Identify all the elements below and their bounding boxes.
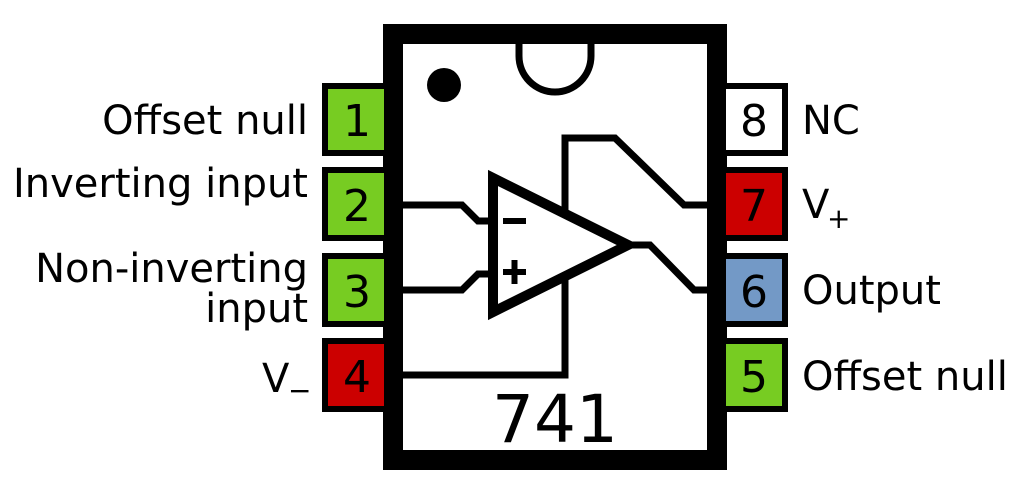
pin-3: 3 Non-inverting input bbox=[35, 246, 390, 332]
pin1-indicator-dot bbox=[427, 68, 461, 102]
pin-number: 1 bbox=[343, 96, 371, 147]
pin-number: 8 bbox=[740, 96, 768, 147]
part-number: 741 bbox=[492, 381, 618, 458]
op-amp-triangle bbox=[488, 169, 640, 321]
pin-6: 6 Output bbox=[720, 253, 941, 327]
pin-label-line2: input bbox=[205, 286, 308, 332]
wire-pin6 bbox=[632, 241, 707, 294]
pin-5: 5 Offset null bbox=[720, 338, 1008, 412]
pin-number: 7 bbox=[740, 181, 768, 232]
pin-label: Output bbox=[802, 268, 941, 314]
pin-label: Inverting input bbox=[13, 161, 308, 207]
pin-label: V bbox=[262, 356, 290, 402]
wire-pin3 bbox=[403, 270, 492, 294]
pin-label: NC bbox=[802, 98, 860, 144]
wire-pin7 bbox=[561, 134, 707, 210]
pin-number: 5 bbox=[740, 352, 768, 403]
pin-7: 7 V + bbox=[720, 167, 850, 241]
pin-label: Offset null bbox=[102, 98, 308, 144]
pin-label: Offset null bbox=[802, 354, 1008, 400]
internal-wiring bbox=[403, 134, 707, 379]
pin-label: V bbox=[802, 182, 830, 228]
chip-notch bbox=[515, 44, 595, 96]
pin-8: 8 NC bbox=[720, 83, 860, 156]
chip-body bbox=[383, 24, 727, 470]
minus-symbol bbox=[503, 218, 526, 224]
pin-label-subscript: − bbox=[288, 374, 311, 407]
pin-2: 2 Inverting input bbox=[13, 161, 390, 241]
pin-4: 4 V − bbox=[262, 338, 390, 412]
wire-pin2 bbox=[403, 201, 492, 225]
plus-symbol bbox=[503, 260, 526, 284]
wire-pin4 bbox=[403, 280, 569, 379]
pin-1: 1 Offset null bbox=[102, 83, 390, 156]
pin-number: 6 bbox=[740, 267, 768, 318]
pin-number: 4 bbox=[343, 352, 371, 403]
pin-number: 3 bbox=[343, 267, 371, 318]
pin-label-subscript: + bbox=[827, 202, 850, 235]
pin-number: 2 bbox=[343, 181, 371, 232]
pin-label-line1: Non-inverting bbox=[35, 246, 308, 292]
